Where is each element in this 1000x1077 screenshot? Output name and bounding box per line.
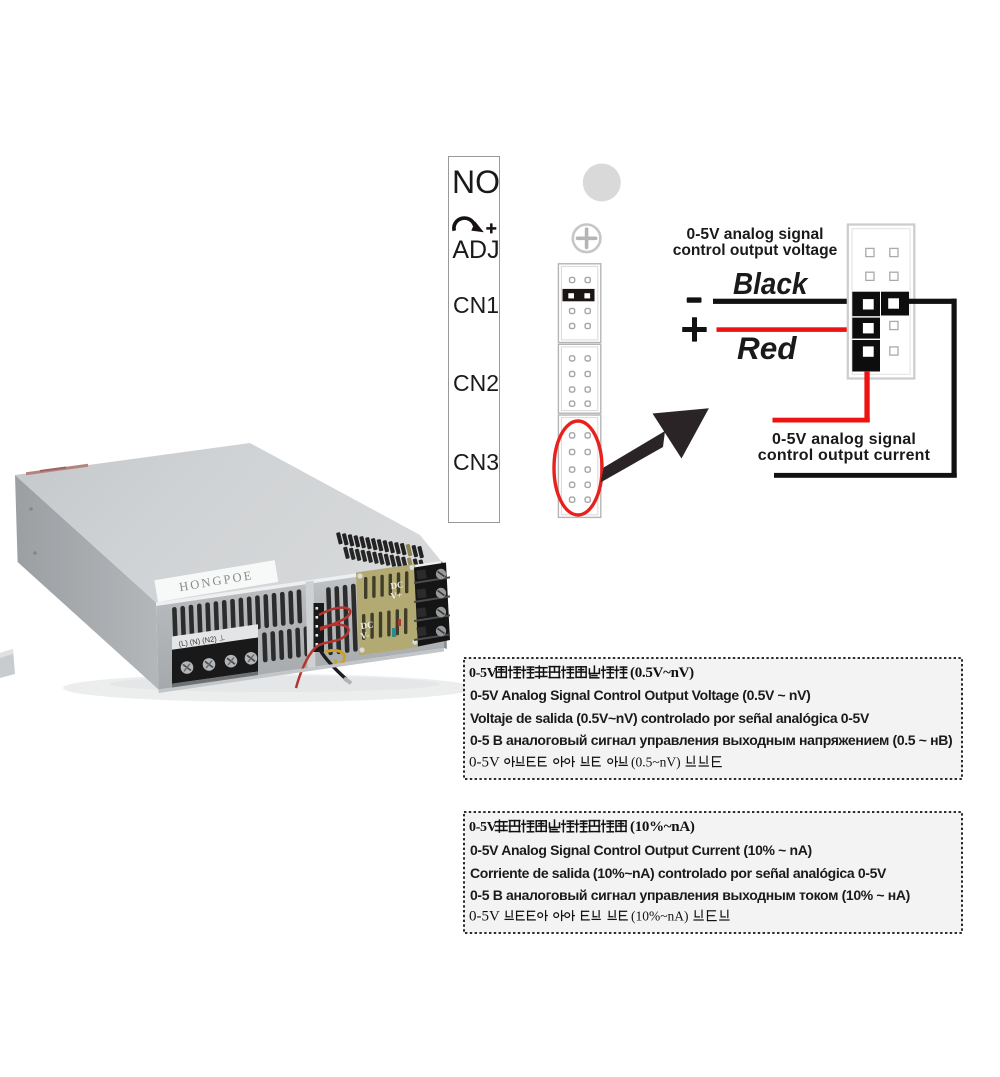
svg-text:(10%~nA): (10%~nA): [631, 909, 689, 924]
svg-text:0-5V: 0-5V: [469, 909, 500, 925]
svg-text:0-5V: 0-5V: [469, 666, 497, 681]
svg-text:V+: V+: [390, 589, 403, 601]
svg-text:(0.5~nV): (0.5~nV): [631, 754, 681, 769]
svg-text:DC: DC: [360, 619, 374, 631]
svg-text:0-5V: 0-5V: [469, 820, 497, 835]
svg-text:(10%~nA): (10%~nA): [630, 819, 695, 835]
svg-text:DC: DC: [390, 579, 404, 591]
svg-text:(0.5V~nV): (0.5V~nV): [630, 665, 694, 681]
svg-text:V-: V-: [360, 630, 370, 641]
svg-text:0-5V: 0-5V: [469, 754, 500, 770]
